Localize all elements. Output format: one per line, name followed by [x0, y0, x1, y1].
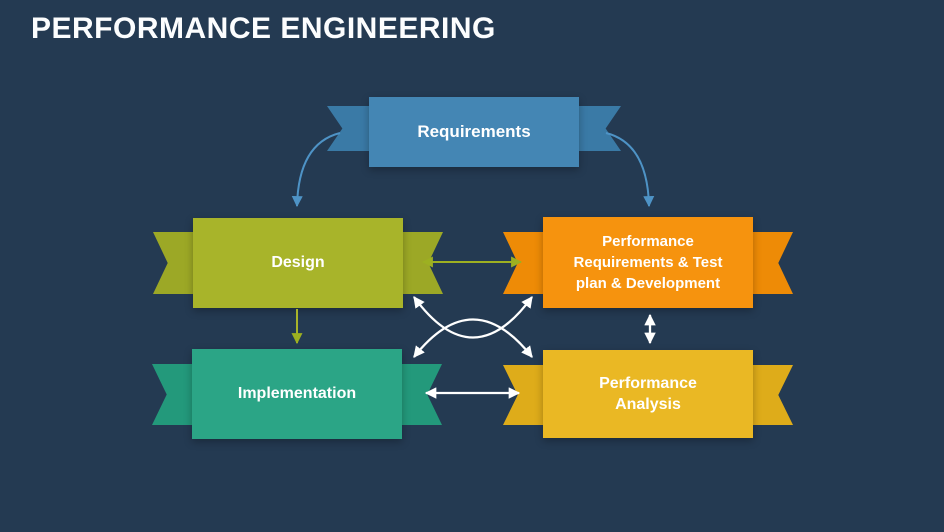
implementation-tail-right-icon: [396, 364, 442, 425]
design-box: Design: [193, 218, 403, 308]
design-label: Design: [271, 254, 325, 271]
requirements-tail-right-icon: [573, 106, 621, 151]
performance-requirements-tail-right-icon: [747, 232, 793, 294]
implementation-box: Implementation: [192, 349, 402, 439]
edge-arc-implementation-performance-analysis: [413, 318, 533, 358]
requirements-label: Requirements: [417, 122, 531, 141]
performance-analysis-label: Performance Analysis: [599, 375, 697, 413]
edge-arc-design-performance-requirements: [413, 296, 533, 339]
performance-analysis-box: Performance Analysis: [543, 350, 753, 438]
design-tail-right-icon: [397, 232, 443, 294]
implementation-label: Implementation: [237, 385, 357, 402]
performance-requirements-box: Performance Requirements & Test plan & D…: [543, 217, 753, 308]
requirements-tail-left-icon: [327, 106, 375, 151]
requirements-box: Requirements: [369, 97, 579, 167]
performance-requirements-label: Performance Requirements & Test plan & D…: [573, 233, 723, 292]
slide-title: PERFORMANCE ENGINEERING: [31, 12, 496, 45]
performance-analysis-tail-right-icon: [747, 365, 793, 425]
